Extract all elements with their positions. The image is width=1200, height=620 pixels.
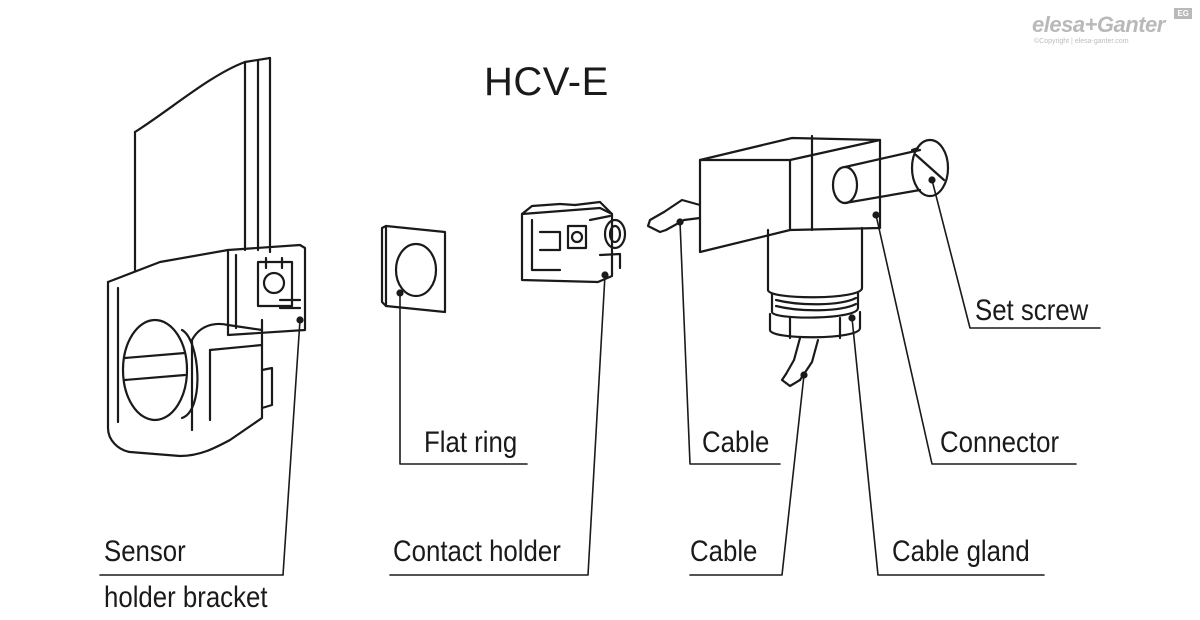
leader-lines xyxy=(99,179,1101,576)
label-sensor-holder-bracket-line1: Sensor xyxy=(104,535,186,568)
label-set-screw: Set screw xyxy=(975,294,1089,327)
contact-holder-drawing xyxy=(520,200,627,284)
brand-name: elesa+Ganter xyxy=(1032,12,1165,37)
flat-ring-drawing xyxy=(380,224,447,314)
sensor-holder-bracket-drawing xyxy=(106,56,307,458)
diagram-title: HCV-E xyxy=(484,60,609,104)
brand-badge: EG xyxy=(1174,8,1192,19)
connector-drawing xyxy=(646,134,950,388)
label-sensor-holder-bracket-line2: holder bracket xyxy=(104,581,268,614)
label-flat-ring: Flat ring xyxy=(424,426,518,459)
label-connector: Connector xyxy=(940,426,1060,459)
label-cable-upper: Cable xyxy=(702,426,770,459)
label-cable-lower: Cable xyxy=(690,535,758,568)
label-contact-holder: Contact holder xyxy=(393,535,561,568)
brand-copyright: ©Copyright | elesa-ganter.com xyxy=(1034,38,1129,45)
label-cable-gland: Cable gland xyxy=(892,535,1030,568)
brand-logo: elesa+Ganter EG ©Copyright | elesa-gante… xyxy=(1032,8,1192,48)
